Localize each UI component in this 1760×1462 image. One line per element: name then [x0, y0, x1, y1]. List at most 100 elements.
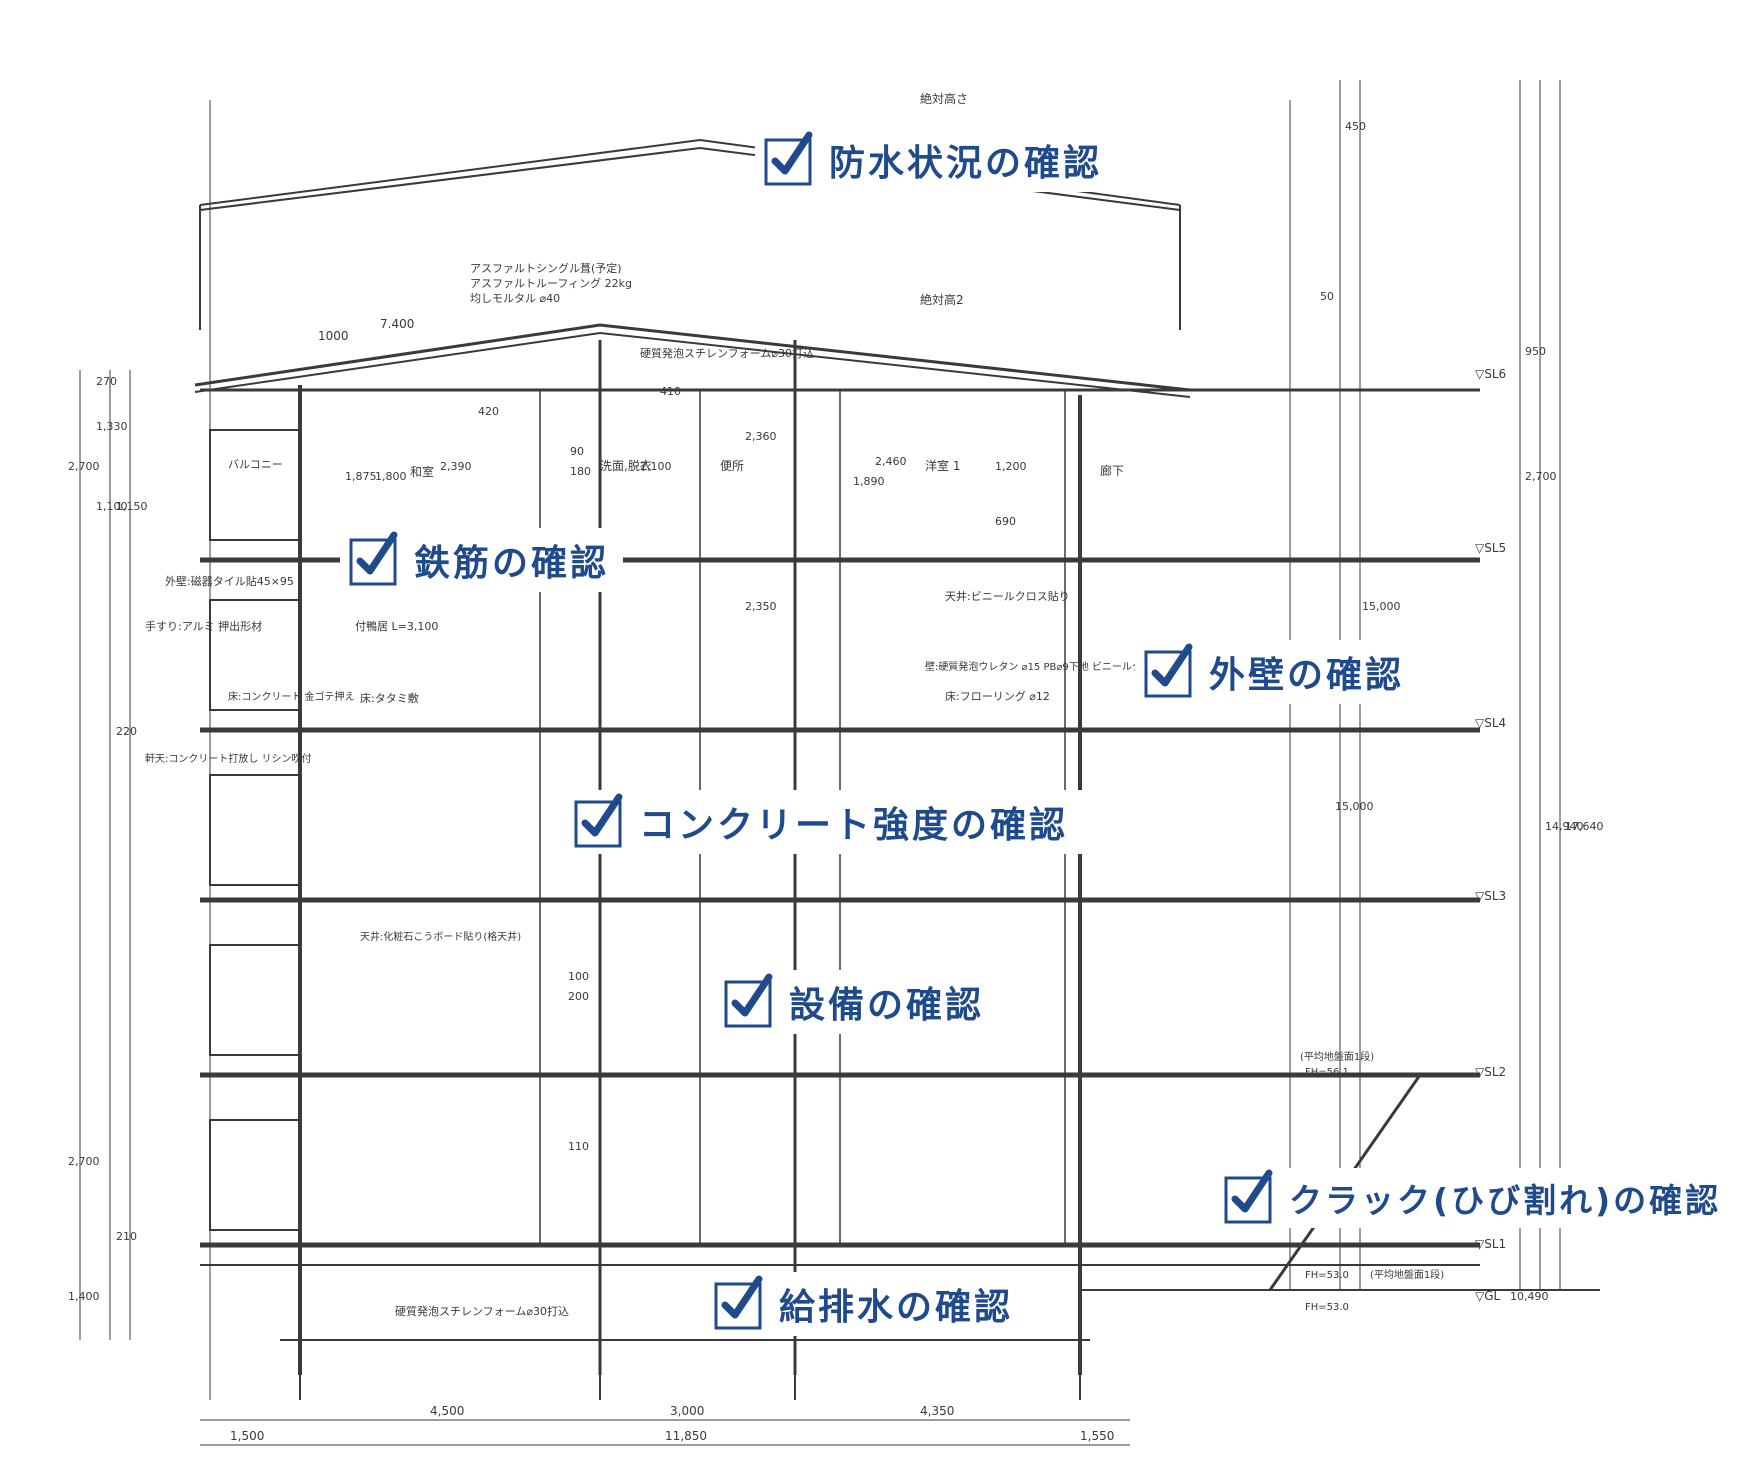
dim-950: 950 [1525, 345, 1546, 358]
label-floor-concrete: 床:コンクリート 金ゴテ押え [228, 690, 355, 703]
callout-rebar-label: 鉄筋の確認 [414, 543, 610, 584]
label-wall-insulation: 壁:硬質発泡ウレタン ⌀15 PB⌀9下地 ビニールクロス貼り [925, 660, 1182, 673]
dim-1800: 1,800 [375, 470, 407, 483]
label-ceiling-board: 天井:化粧石こうボード貼り(格天井) [360, 930, 521, 943]
checkbox-checked-icon [349, 531, 398, 586]
callout-crack-label: クラック(ひび割れ)の確認 [1289, 1181, 1722, 1220]
dim-220: 220 [116, 725, 137, 738]
callout-concrete-strength-label: コンクリート強度の確認 [639, 805, 1069, 846]
dim-100: 100 [568, 970, 589, 983]
checkbox-checked-icon [724, 973, 773, 1028]
label-flooring: 床:フローリング ⌀12 [945, 689, 1050, 703]
label-sl5: ▽SL5 [1475, 541, 1506, 555]
dim-200: 200 [568, 990, 589, 1003]
label-ground-note-4: (平均地盤面1段) [1370, 1268, 1444, 1281]
dim-450: 450 [1345, 120, 1366, 133]
label-balcony: バルコニー [228, 458, 283, 471]
label-western-room: 洋室 1 [925, 458, 960, 473]
dim-1100: 1,100 [96, 500, 128, 513]
dim-180: 180 [570, 465, 591, 478]
label-bedroom: 和室 [410, 464, 434, 479]
callout-exterior-wall: 外壁の確認 [1135, 640, 1419, 704]
callout-exterior-wall-label: 外壁の確認 [1209, 655, 1405, 696]
dim-2700-right: 2,700 [1525, 470, 1557, 483]
label-roof-note-2: アスファルトルーフィング 22kg [470, 276, 632, 290]
dim-690: 690 [995, 515, 1016, 528]
label-roof-insulation: 硬質発泡スチレンフォーム⌀30打込 [640, 346, 814, 360]
label-sl6: ▽SL6 [1475, 367, 1506, 381]
callout-equipment: 設備の確認 [715, 970, 999, 1034]
label-handrail: 手すり:アルミ 押出形材 [145, 619, 262, 633]
dim-2350: 2,350 [745, 600, 777, 613]
dim-15000-b: 15,000 [1335, 800, 1374, 813]
label-ceiling-concrete: 軒天:コンクリート打放し リシン吹付 [145, 752, 312, 765]
dim-1500: 1,500 [230, 1429, 264, 1443]
callout-rebar: 鉄筋の確認 [340, 528, 624, 592]
dim-410: 410 [660, 385, 681, 398]
dim-14940: 14,940 [1545, 820, 1584, 833]
checkbox-checked-icon [1144, 643, 1193, 698]
dim-2100: 2,100 [640, 460, 672, 473]
dim-270: 270 [96, 375, 117, 388]
label-tatami: 床:タタミ敷 [360, 691, 419, 705]
callout-plumbing-label: 給排水の確認 [779, 1287, 1014, 1328]
dim-420: 420 [478, 405, 499, 418]
dim-1890: 1,890 [853, 475, 885, 488]
checkbox-checked-icon [714, 1275, 763, 1330]
lower-roof [194, 323, 1191, 392]
label-ground-note-1: (平均地盤面1段) [1300, 1050, 1374, 1063]
checkbox-checked-icon [764, 131, 813, 186]
dim-50-top: 50 [1320, 290, 1334, 303]
label-top-elevation: 絶対高さ [920, 91, 968, 106]
label-sl2: ▽SL2 [1475, 1065, 1506, 1079]
dim-210: 210 [116, 1230, 137, 1243]
label-washroom: 洗面,脱衣 [600, 458, 652, 473]
label-closet: 付鴨居 L=3,100 [355, 619, 438, 633]
dim-110: 110 [568, 1140, 589, 1153]
label-toilet: 便所 [720, 459, 744, 473]
dim-2700-left: 2,700 [68, 460, 100, 473]
dim-2700-left-2: 2,700 [68, 1155, 100, 1168]
dim-1330: 1,330 [96, 420, 128, 433]
callout-waterproof: 防水状況の確認 [755, 128, 1117, 192]
dim-2390: 2,390 [440, 460, 472, 473]
checkbox-checked-icon [574, 793, 623, 848]
label-roof-note-3: 均しモルタル ⌀40 [470, 292, 560, 305]
dim-2460: 2,460 [875, 455, 907, 468]
dim-11850: 11,850 [665, 1429, 707, 1443]
dim-4350: 4,350 [920, 1404, 954, 1418]
dim-1550: 1,550 [1080, 1429, 1114, 1443]
label-ground-note-5: FH=53.0 [1305, 1302, 1349, 1313]
label-sl3: ▽SL3 [1475, 889, 1506, 903]
dim-1150: 1,150 [116, 500, 148, 513]
dim-90: 90 [570, 445, 584, 458]
checkbox-checked-icon [1224, 1169, 1273, 1224]
callout-crack: クラック(ひび割れ)の確認 [1215, 1168, 1736, 1228]
label-exterior-tile: 外壁:磁器タイル貼45×95 [165, 574, 294, 588]
callout-plumbing: 給排水の確認 [705, 1272, 1028, 1336]
label-roof-note-1: アスファルトシングル葺(予定) [470, 261, 622, 275]
dim-1200: 1,200 [995, 460, 1027, 473]
label-slope-1000: 1000 [318, 329, 349, 343]
label-base-insulation: 硬質発泡スチレンフォーム⌀30打込 [395, 1304, 569, 1318]
dim-1400: 1,400 [68, 1290, 100, 1303]
label-sl4: ▽SL4 [1475, 716, 1506, 730]
dim-2360: 2,360 [745, 430, 777, 443]
dim-4500: 4,500 [430, 1404, 464, 1418]
callout-equipment-label: 設備の確認 [789, 985, 985, 1026]
label-sl1: ▽SL1 [1475, 1237, 1506, 1251]
label-gl: ▽GL [1475, 1289, 1501, 1303]
callout-waterproof-label: 防水状況の確認 [829, 143, 1103, 184]
label-ground-note-2: FH=56.1 [1305, 1067, 1349, 1078]
label-ceiling-cloth: 天井:ビニールクロス貼り [945, 589, 1070, 603]
dim-17640: 17,640 [1565, 820, 1604, 833]
callout-concrete-strength: コンクリート強度の確認 [565, 790, 1083, 854]
label-elevation-2: 絶対高2 [920, 292, 964, 307]
dim-10490: 10,490 [1510, 1290, 1549, 1303]
label-slope-7400: 7.400 [380, 317, 414, 331]
dim-3000: 3,000 [670, 1404, 704, 1418]
label-ground-note-3: FH=53.0 [1305, 1270, 1349, 1281]
dim-1875: 1,875 [345, 470, 377, 483]
label-corridor: 廊下 [1100, 463, 1124, 478]
